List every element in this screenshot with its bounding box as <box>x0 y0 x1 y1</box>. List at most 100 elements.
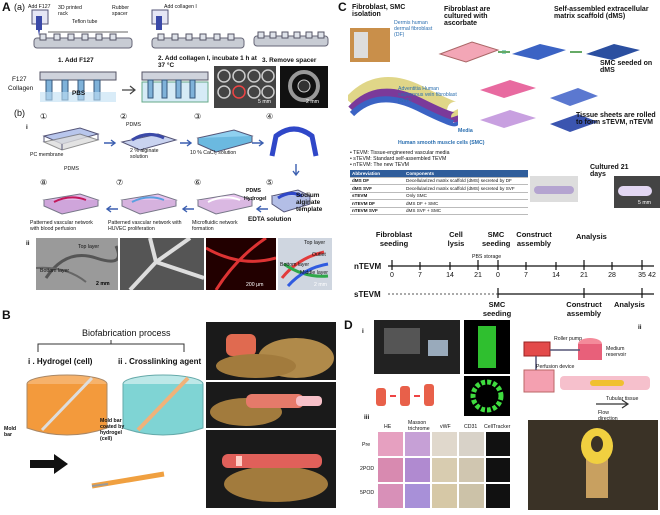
vascular-photo-1 <box>35 238 120 290</box>
definition-2: • sTEVM: Standard self-assembled TEVM <box>350 156 447 162</box>
col-he: HE <box>384 424 392 430</box>
label-teflon-tube: Teflon tube <box>72 19 98 25</box>
tick-label: 0 <box>390 272 394 279</box>
label-outlet: Outlet <box>312 252 326 258</box>
table-header-cell: Abbreviation <box>350 170 404 178</box>
arrow-6-7 <box>180 200 194 218</box>
tube-render-2 <box>464 376 510 416</box>
step-3-marker: ③ <box>194 112 202 121</box>
subpanel-d-iii: iii <box>364 414 370 421</box>
channels-photo <box>214 66 276 108</box>
label-add-collagen: Add collagen I <box>164 4 197 10</box>
step-1-marker: ① <box>40 112 48 121</box>
table-cell: nTEVM SVF <box>350 207 404 215</box>
col-vwf: vWF <box>440 424 451 430</box>
device-step6 <box>194 190 256 218</box>
tevm-photo-1 <box>530 176 578 202</box>
label-hydrogel: Hydrogel <box>244 196 267 202</box>
step3-illustration <box>252 22 330 54</box>
definition-1: • TEVM: Tissue-engineered vascular media <box>350 150 450 156</box>
tick-label: 0 <box>496 272 500 279</box>
crosslink-beaker <box>118 370 208 440</box>
table-cell: sTEVM <box>350 192 404 200</box>
table-header-row: Abbreviation Components <box>350 170 528 178</box>
coated-bar-result <box>88 470 168 495</box>
label-pdms-1: PDMS <box>64 166 79 172</box>
device-step8 <box>40 190 102 218</box>
tick-label: 35 <box>638 272 646 279</box>
device-step5 <box>268 186 312 216</box>
col-cd31: CD31 <box>464 424 478 430</box>
step-7-marker: ⑦ <box>116 178 124 187</box>
step-2-marker: ② <box>120 112 128 121</box>
label-top-layer: Top layer <box>78 244 100 250</box>
tl-pbs-storage: PBS storage <box>472 254 502 260</box>
tick-label: 21 <box>580 272 588 279</box>
label-mold-bar: Mold bar <box>4 426 17 438</box>
label-cultured-21: Cultured 21 days <box>590 164 629 178</box>
label-rolled: Tissue sheets are rolled to form sTEVM, … <box>576 112 656 126</box>
row-pre: Pre <box>362 442 371 448</box>
arrow-1-2 <box>104 134 118 152</box>
tl-smc-seeding-2: SMC seeding <box>482 300 512 318</box>
row-5pod: 5POD <box>360 490 375 496</box>
table-cell: Decellularized matrix scaffold (dMS) sec… <box>404 177 528 185</box>
collagen-tank-illustration <box>140 70 210 104</box>
scale-bar-5mm: 5 mm <box>258 99 271 105</box>
subpanel-ii: ii <box>26 240 30 247</box>
label-edta: EDTA solution <box>248 216 292 223</box>
tl-stevm: sTEVM <box>354 290 381 299</box>
table-cell: dMS SVF + SMC <box>404 207 528 215</box>
table-cell: Decellularized matrix scaffold (dMS) sec… <box>404 184 528 193</box>
label-flow-direction: Flow direction <box>598 410 618 422</box>
perfusion-diagram <box>520 336 656 420</box>
arrow-4-5 <box>292 164 300 183</box>
biofab-bracket <box>36 340 186 359</box>
label-perfusion: Patterned vascular network with blood pe… <box>30 220 93 232</box>
step-5-marker: ⑤ <box>266 178 274 187</box>
label-tubular-tissue: Tubular tissue <box>606 396 639 402</box>
device-step7 <box>118 190 180 218</box>
tl-construct-assembly-2: Construct assembly <box>566 300 602 318</box>
definition-3: • nTEVM: The new TEVM <box>350 162 409 168</box>
label-step2: 2. Add collagen I, incubate 1 h at 37 °C <box>158 55 257 69</box>
label-self-assembled: Self-assembled extracellular matrix scaf… <box>554 6 649 20</box>
tick-label: 21 <box>474 272 482 279</box>
table-cell: dMS DF + SMC <box>404 199 528 208</box>
col-masson: Masson trichrome <box>408 420 430 432</box>
label-printed-rack: 3D printed rack <box>58 5 82 17</box>
tube-photo-1 <box>206 322 336 380</box>
collagen-rack-illustration <box>38 70 118 104</box>
label-sodium-alginate: Sodium alginate template <box>296 192 323 213</box>
label-step3: 3. Remove spacer <box>262 57 317 64</box>
label-isolation: Fibroblast, SMC isolation <box>352 4 406 18</box>
arrow-7-8 <box>104 200 118 218</box>
tl-cell-lysis: Cell lysis <box>447 230 465 248</box>
label-huvec: Patterned vascular network with HUVEC pr… <box>108 220 182 232</box>
step2-illustration <box>148 8 248 54</box>
label-rubber-spacer: Rubber spacer <box>112 5 130 17</box>
label-smc: Human smooth muscle cells (SMC) <box>398 140 485 146</box>
histology-grid <box>378 432 510 508</box>
scale-200um: 200 μm <box>246 282 264 288</box>
arrow-2-3 <box>180 134 194 152</box>
subpanel-d-i: i <box>362 328 364 335</box>
tick-label: 28 <box>608 272 616 279</box>
tick-label: 7 <box>524 272 528 279</box>
label-pbs: PBS <box>72 90 86 97</box>
label-collagen: Collagen <box>8 85 34 92</box>
tevm-photo-2 <box>614 176 660 208</box>
tubular-tissue-photo <box>528 420 658 510</box>
scale-5mm-c: 5 mm <box>638 200 651 206</box>
label-bottom-layer: Bottom layer <box>40 268 70 274</box>
pbs-arrow <box>122 82 138 100</box>
scale-bar-2mm: 2 mm <box>306 99 319 105</box>
tl-ntevm: nTEVM <box>354 262 382 271</box>
label-add-f127: Add F127 <box>28 4 51 10</box>
label-media: Media <box>458 128 473 134</box>
cross-section-photo <box>280 66 328 108</box>
